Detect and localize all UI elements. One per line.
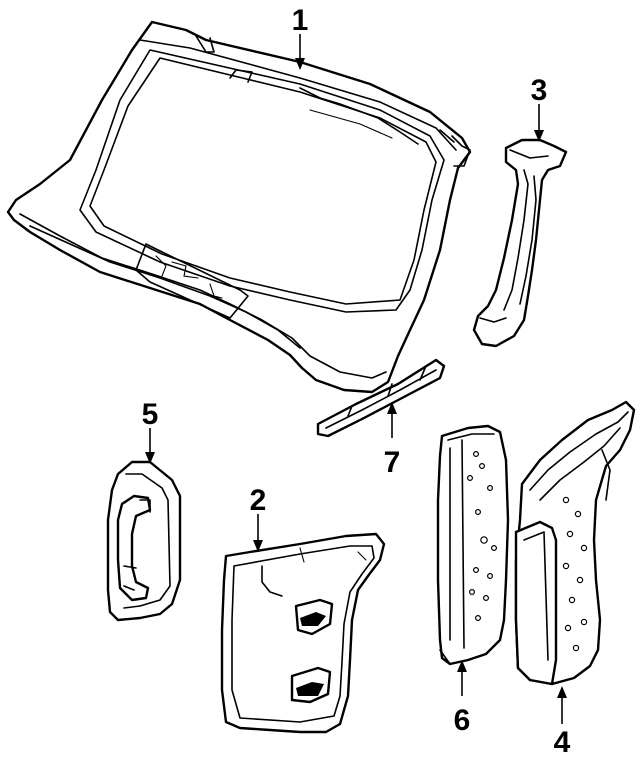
part-6-narrow-panel <box>436 424 510 666</box>
part-3-windshield-pillar <box>472 138 568 348</box>
callout-5: 5 <box>142 398 159 431</box>
callout-6: 6 <box>454 704 471 737</box>
leader-5 <box>145 428 155 464</box>
part-1-headliner <box>6 20 472 394</box>
callout-4: 4 <box>554 726 571 757</box>
leader-2 <box>253 514 263 552</box>
part-5-bracket <box>106 460 182 622</box>
part-2-side-panel <box>220 532 386 734</box>
part-7-trim-strip <box>316 358 446 438</box>
leader-6 <box>457 660 467 696</box>
part-4-lower-pillar <box>514 400 636 686</box>
callout-3: 3 <box>531 74 548 107</box>
callout-2: 2 <box>250 484 267 517</box>
leader-1 <box>295 34 305 70</box>
callout-7: 7 <box>384 446 401 479</box>
leader-7 <box>387 402 397 438</box>
callout-1: 1 <box>292 4 309 37</box>
leader-4 <box>557 686 567 724</box>
leader-3 <box>534 104 544 142</box>
